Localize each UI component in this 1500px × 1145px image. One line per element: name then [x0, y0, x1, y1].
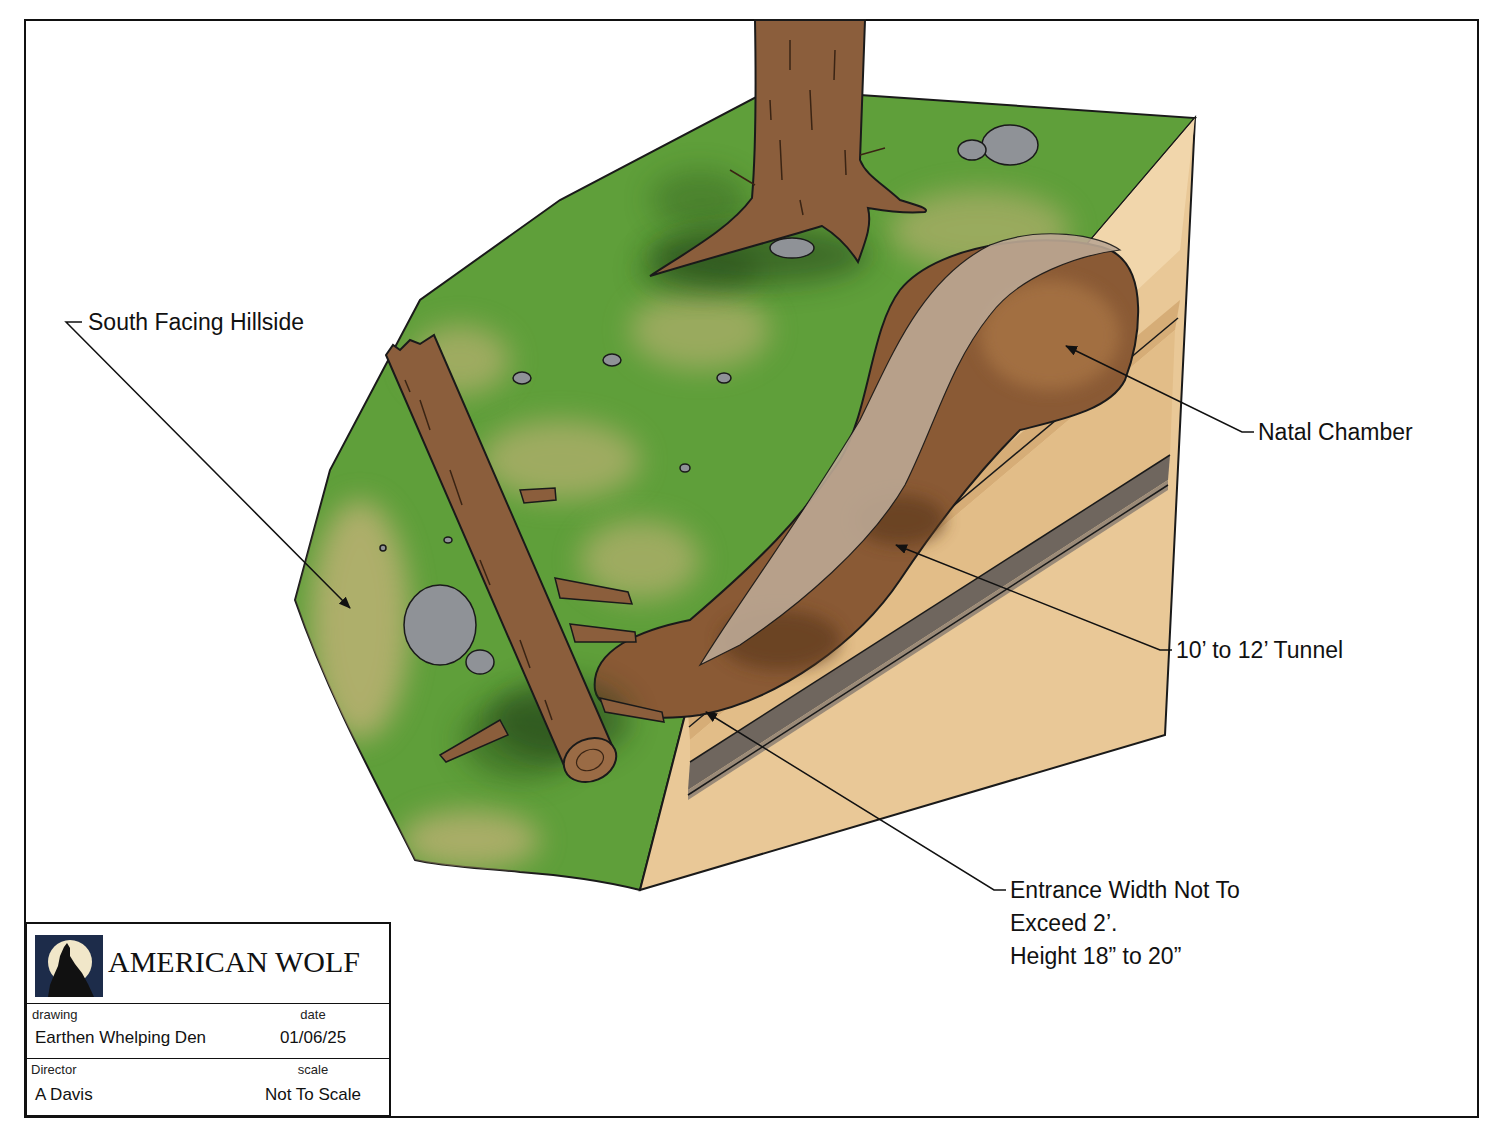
callout-label: 10’ to 12’ Tunnel	[1176, 635, 1343, 665]
title-cell: drawingEarthen Whelping Den	[27, 1003, 237, 1058]
title-block: AMERICAN WOLF drawingEarthen Whelping Den…	[25, 922, 391, 1117]
field-value: A Davis	[35, 1085, 93, 1105]
field-caption: Director	[31, 1062, 77, 1078]
tree-trunk	[650, 20, 926, 276]
field-caption: drawing	[32, 1007, 78, 1023]
title-cell: date 01/06/25	[237, 1003, 389, 1058]
tunnel-roof-cut	[700, 234, 1120, 665]
field-caption: scale	[237, 1062, 389, 1078]
field-caption: date	[237, 1007, 389, 1023]
callout-label: South Facing Hillside	[88, 307, 304, 337]
company-name: AMERICAN WOLF	[108, 945, 360, 979]
title-cell: Director A Davis	[27, 1058, 237, 1115]
callout-label: Natal Chamber	[1258, 417, 1413, 447]
field-value: 01/06/25	[237, 1028, 389, 1048]
callout-label: Height 18” to 20”	[1010, 940, 1181, 973]
field-value: Not To Scale	[237, 1085, 389, 1105]
wolf-logo	[35, 935, 103, 997]
drawing-frame	[25, 20, 1478, 1117]
rocks	[380, 125, 1038, 674]
fallen-log	[386, 335, 664, 790]
callout-label: Entrance Width Not To Exceed 2’.	[1010, 874, 1302, 940]
title-cell: scaleNot To Scale	[237, 1058, 389, 1115]
leader-lines	[66, 322, 1254, 890]
field-value: Earthen Whelping Den	[35, 1028, 206, 1048]
